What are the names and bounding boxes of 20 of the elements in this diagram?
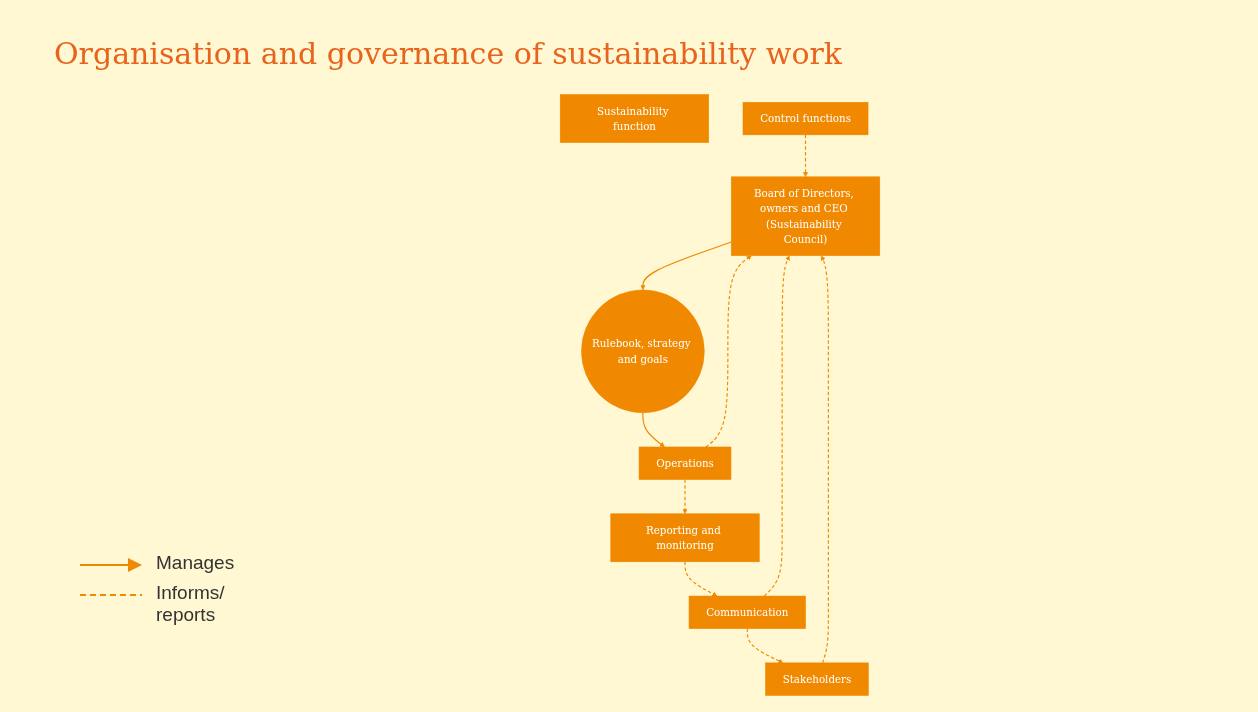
arrow xyxy=(642,412,665,448)
node-box: Sustainability function xyxy=(559,94,709,143)
arrow xyxy=(763,255,790,597)
node-box: Stakeholders xyxy=(765,662,869,696)
node-box: Communication xyxy=(688,595,806,629)
arrow xyxy=(682,478,688,515)
node-box: Board of Directors, owners and CEO (Sustainability Council) xyxy=(731,176,881,256)
arrow xyxy=(803,134,809,178)
node-box: Control functions xyxy=(742,102,869,136)
arrow xyxy=(705,255,752,448)
diagram-title: Organisation and governance of sustainability work xyxy=(54,36,842,71)
arrow xyxy=(746,628,784,664)
arrow xyxy=(820,255,829,664)
node-circle: Rulebook, strategy and goals xyxy=(581,289,705,413)
node-box: Operations xyxy=(638,446,732,480)
arrow xyxy=(684,561,718,597)
node-box: Reporting and monitoring xyxy=(610,513,760,563)
arrow xyxy=(640,241,732,291)
legend-label: Informs/ reports xyxy=(156,582,226,626)
legend-label: Manages xyxy=(156,552,236,574)
